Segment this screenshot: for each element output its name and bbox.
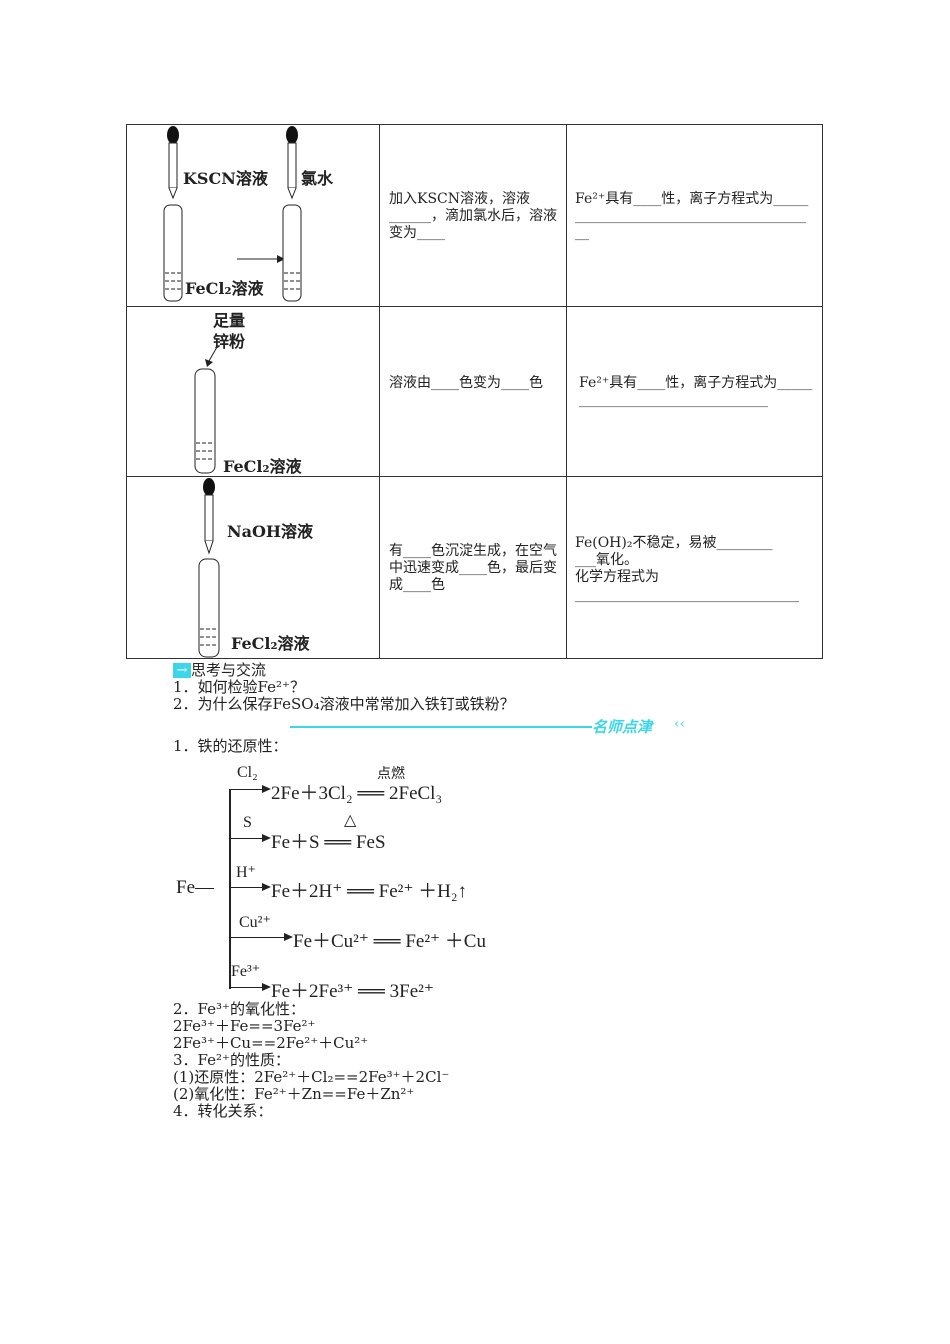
bracket-line <box>229 789 231 989</box>
reagent-label: 足量 <box>213 311 246 330</box>
condition: 点燃 <box>377 767 405 782</box>
column-divider <box>379 125 380 658</box>
phenomenon-cell: 加入KSCN溶液，溶液______，滴加氯水后，溶液变为____ <box>389 191 557 241</box>
arrow-icon <box>262 883 271 891</box>
section-title: 思考与交流 <box>191 661 267 679</box>
equation-line: 2Fe³⁺＋Cu==2Fe²⁺＋Cu²⁺ <box>173 1034 369 1052</box>
reagent-label: NaOH溶液 <box>227 522 314 541</box>
reagent-label: 锌粉 <box>213 332 246 351</box>
reagent: S <box>243 814 252 831</box>
equation: Fe＋Cu²⁺ ══ Fe²⁺ ＋Cu <box>293 931 486 952</box>
conclusion-line: 化学方程式为 <box>575 569 659 585</box>
reagent: Cu²⁺ <box>239 914 271 931</box>
arrow-icon <box>262 983 271 991</box>
question: 1．如何检验Fe²⁺？ <box>173 678 305 696</box>
column-divider <box>566 125 567 658</box>
equation: Fe＋2H⁺ ══ Fe²⁺ ＋H₂↑ <box>271 881 467 902</box>
solution-label: FeCl₂溶液 <box>231 634 310 653</box>
equation-line: 2Fe³⁺＋Fe==3Fe²⁺ <box>173 1017 316 1035</box>
root-label: Fe— <box>176 877 214 898</box>
reagent: Fe³⁺ <box>231 963 261 980</box>
arrow-icon <box>284 933 293 941</box>
arrow-icon: → <box>173 663 191 678</box>
row-divider <box>127 476 822 477</box>
naoh-test-tube-illustration <box>198 478 220 658</box>
zinc-test-tube-illustration <box>194 346 218 474</box>
question: 2．为什么保存FeSO₄溶液中常常加入铁钉或铁粉？ <box>173 695 515 713</box>
equation: 2Fe＋3Cl₂ ══ 2FeCl₃ <box>271 783 443 804</box>
solution-label: FeCl₂溶液 <box>185 279 264 298</box>
banner-line <box>290 726 592 728</box>
double-chevron-icon: ‹‹ <box>674 716 686 732</box>
reagent: H⁺ <box>236 864 256 881</box>
equation: Fe＋S ══ FeS <box>271 832 386 853</box>
solution-label: FeCl₂溶液 <box>223 457 302 476</box>
reagent: Cl₂ <box>237 764 258 781</box>
reagent-label: KSCN溶液 <box>183 169 268 188</box>
experiment-table: KSCN溶液 氯水 FeCl₂溶液 加入KSCN溶液，溶液______，滴加氯水… <box>126 124 823 659</box>
summary-heading: 1．铁的还原性： <box>173 737 288 755</box>
conclusion-line: ________________________________ <box>575 587 799 603</box>
equation-line: (2)氧化性：Fe²⁺＋Zn==Fe＋Zn²⁺ <box>173 1085 415 1103</box>
phenomenon-cell: 有____色沉淀生成，在空气中迅速变成____色，最后变成____色 <box>389 543 557 593</box>
summary-heading: 2．Fe³⁺的氧化性： <box>173 1000 305 1018</box>
kscn-test-tube-illustration <box>162 125 357 302</box>
conclusion-cell: Fe²⁺具有____性，离子方程式为______________________… <box>575 191 809 241</box>
conclusion-cell: Fe²⁺具有____性，离子方程式为______________________… <box>579 375 813 408</box>
condition: △ <box>344 812 357 829</box>
row-divider <box>127 306 822 307</box>
phenomenon-cell: 溶液由____色变为____色 <box>389 375 543 391</box>
conclusion-line: Fe(OH)₂不稳定，易被________ <box>575 535 773 551</box>
arrow-icon <box>262 785 271 793</box>
arrow-icon <box>262 834 271 842</box>
summary-heading: 3．Fe²⁺的性质： <box>173 1051 290 1069</box>
summary-heading: 4．转化关系： <box>173 1102 273 1120</box>
banner-label: 名师点津 <box>592 718 653 736</box>
equation-line: (1)还原性：2Fe²⁺＋Cl₂==2Fe³⁺＋2Cl⁻ <box>173 1068 450 1086</box>
conclusion-line: ___氧化。 <box>575 552 638 568</box>
reagent-label: 氯水 <box>301 169 334 188</box>
equation: Fe＋2Fe³⁺ ══ 3Fe²⁺ <box>271 981 434 1002</box>
